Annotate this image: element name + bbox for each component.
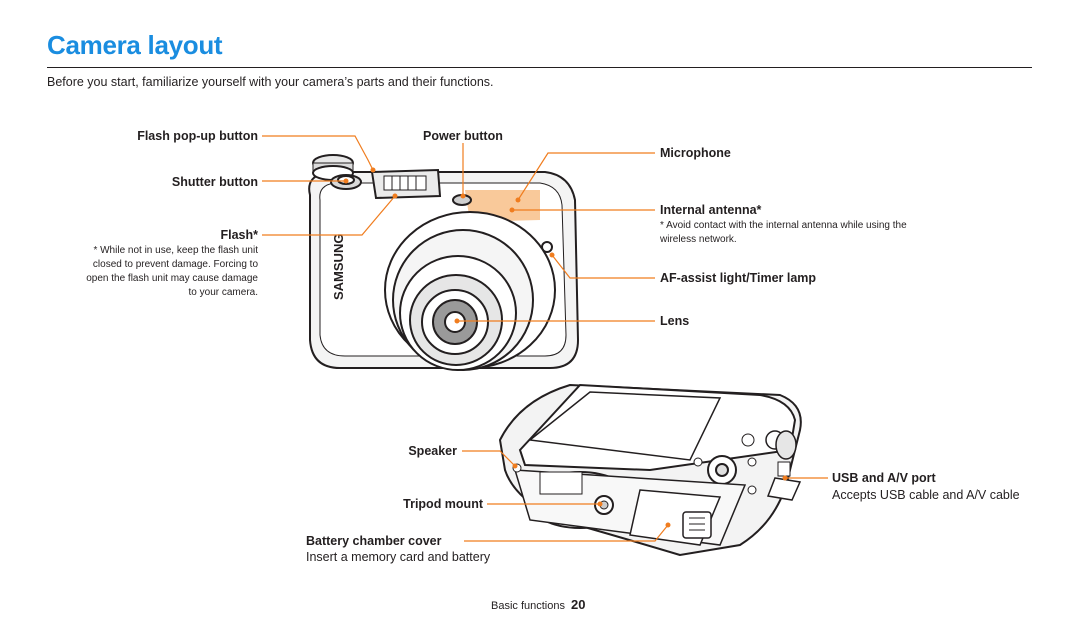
label-tripod-mount: Tripod mount <box>403 497 483 511</box>
label-battery-chamber-cover: Battery chamber cover <box>306 534 442 548</box>
label-lens: Lens <box>660 314 690 328</box>
label-usb-av-port: USB and A/V port <box>832 471 936 485</box>
label-flash: Flash* <box>220 228 258 242</box>
antenna-note: * Avoid contact with the internal antenn… <box>660 220 907 245</box>
footer-section: Basic functions <box>491 600 565 612</box>
label-microphone: Microphone <box>660 146 731 160</box>
brand-logo: SAMSUNG <box>331 234 346 300</box>
title-rule <box>47 67 1032 68</box>
label-speaker: Speaker <box>408 444 457 458</box>
label-internal-antenna: Internal antenna* <box>660 203 762 217</box>
page-title: Camera layout <box>47 30 223 60</box>
leader-lines <box>262 135 828 542</box>
leader-dots <box>343 167 788 528</box>
intro-text: Before you start, familiarize yourself w… <box>47 75 494 89</box>
flash-note: * While not in use, keep the flash unit … <box>86 245 258 298</box>
front-camera <box>308 154 580 371</box>
usb-note: Accepts USB cable and A/V cable <box>832 488 1020 502</box>
label-flash-popup-button: Flash pop-up button <box>137 129 258 143</box>
back-camera <box>498 383 802 557</box>
label-af-assist-light: AF-assist light/Timer lamp <box>660 271 817 285</box>
label-power-button: Power button <box>423 129 503 143</box>
page-footer: Basic functions 20 <box>491 597 585 612</box>
page-number: 20 <box>570 597 586 612</box>
label-shutter-button: Shutter button <box>171 175 258 189</box>
battery-note: Insert a memory card and battery <box>306 550 491 564</box>
